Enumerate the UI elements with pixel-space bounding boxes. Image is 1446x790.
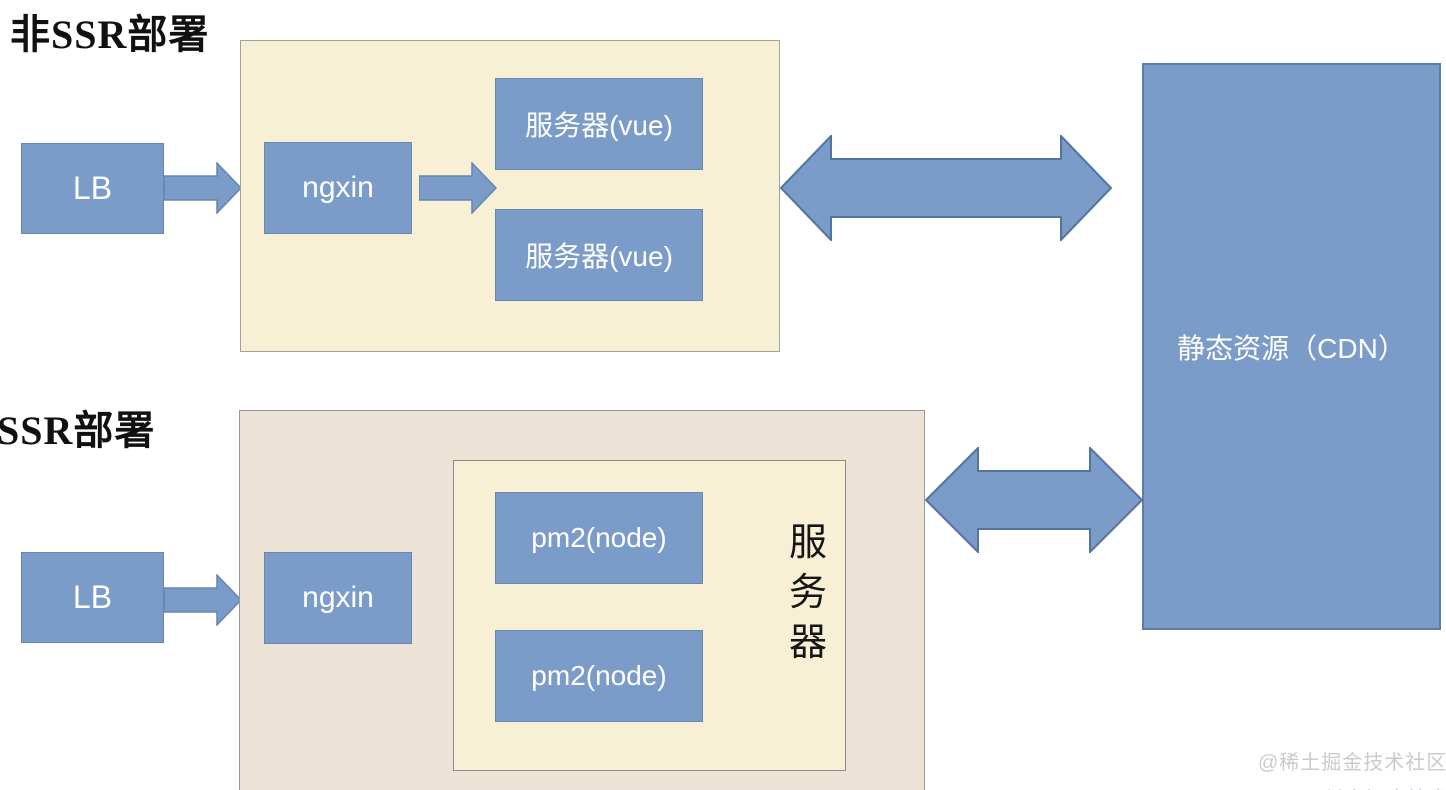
double-arrow-icon <box>780 135 1112 241</box>
ssr-section-title: SSR部署 <box>0 408 156 453</box>
ssr-server-group-label: 服务器 <box>788 522 827 664</box>
pm2-node-label: pm2(node) <box>531 522 667 553</box>
ssr-nginx-label: ngxin <box>302 581 374 614</box>
pm2-node: pm2(node) <box>495 492 703 584</box>
ssr-lb-node: LB <box>21 552 164 643</box>
arrow-right-icon <box>164 574 242 626</box>
vue-server-node: 服务器(vue) <box>495 78 703 170</box>
non-ssr-nginx-label: ngxin <box>302 171 374 204</box>
non-ssr-lb-node: LB <box>21 143 164 234</box>
non-ssr-nginx-node: ngxin <box>264 142 412 234</box>
arrow-right-icon <box>419 162 497 214</box>
cdn-node: 静态资源（CDN） <box>1142 63 1441 630</box>
watermark-text-partial: @稀土掘金技术社区 <box>1302 783 1446 790</box>
arrow-right-icon <box>164 162 242 214</box>
cdn-label: 静态资源（CDN） <box>1177 332 1406 364</box>
non-ssr-lb-label: LB <box>72 170 113 206</box>
ssr-nginx-node: ngxin <box>264 552 412 644</box>
vue-server-node: 服务器(vue) <box>495 209 703 301</box>
watermark-text: @稀土掘金技术社区 <box>1258 752 1446 774</box>
double-arrow-icon <box>925 447 1143 553</box>
non-ssr-section-title: 非SSR部署 <box>10 12 210 57</box>
vue-server-label: 服务器(vue) <box>525 241 673 272</box>
ssr-lb-label: LB <box>72 579 113 615</box>
vue-server-label: 服务器(vue) <box>525 110 673 141</box>
pm2-node-label: pm2(node) <box>531 660 667 691</box>
pm2-node: pm2(node) <box>495 630 703 722</box>
